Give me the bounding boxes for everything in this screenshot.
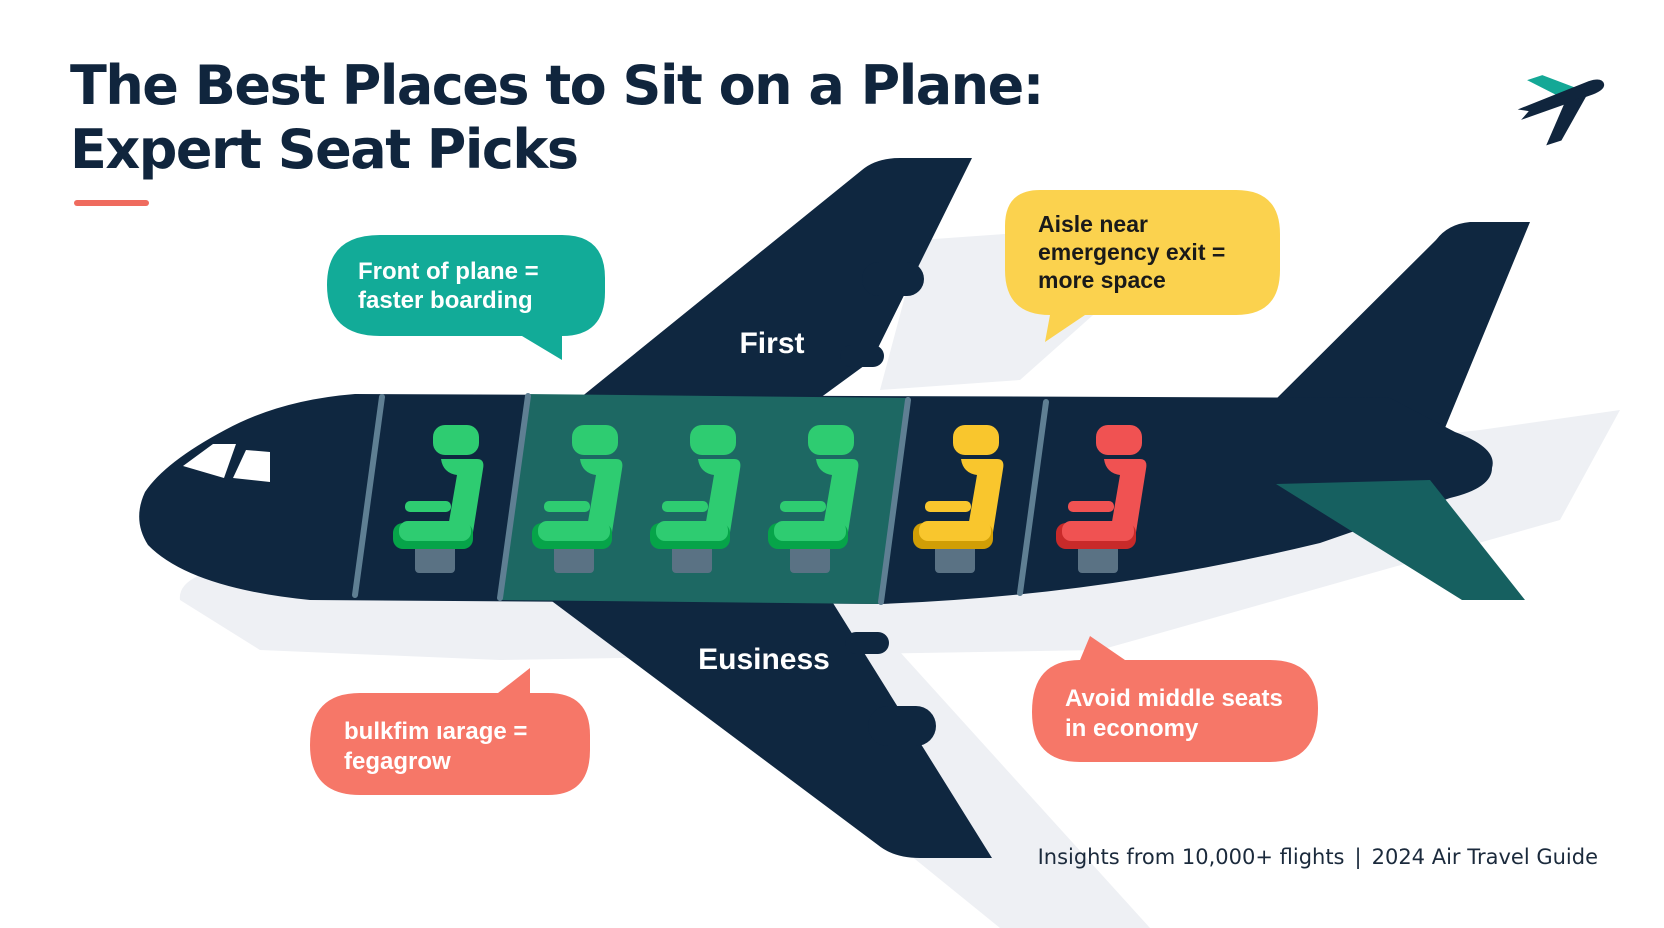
seat-icon [768, 425, 859, 573]
footer-separator: | [1354, 845, 1362, 869]
callout-exit-line-1: Aisle near [1038, 211, 1148, 237]
upper-wing-engine-1 [862, 262, 924, 296]
tail-fin [1270, 222, 1530, 440]
callout-middle-line-1: Avoid middle seats [1065, 685, 1283, 712]
cabin-label-upper: First [739, 327, 804, 360]
cabin-label-lower: Eusiness [698, 643, 830, 676]
page-title: The Best Places to Sit on a Plane: Exper… [70, 54, 1044, 182]
title-underline [74, 200, 149, 206]
upper-wing-engine-2 [840, 345, 884, 367]
footer-guide: 2024 Air Travel Guide [1371, 845, 1598, 869]
callout-front-line-1: Front of plane = [358, 258, 539, 285]
seat-icon [532, 425, 623, 573]
airplane-icon [1517, 75, 1605, 146]
cockpit-window-1 [183, 444, 236, 478]
seat-icon [650, 425, 741, 573]
callout-bulkhead-line-2: fegagrow [344, 748, 451, 775]
seat-icon [913, 425, 1004, 573]
lower-wing [545, 595, 992, 858]
upper-wing [580, 158, 972, 398]
svg-text:bulkfim ıarage = fegagro: bulkfim ıarage = fegagrow [344, 718, 534, 775]
lower-wing-engine-2 [868, 706, 936, 746]
footer: Insights from 10,000+ flights | 2024 Air T… [1038, 845, 1598, 869]
seat-icon [393, 425, 484, 573]
callout-exit-line-2: emergency exit = [1038, 239, 1225, 265]
callout-bulkhead-line-1: bulkfim ıarage = [344, 718, 527, 745]
callout-exit-line-3: more space [1038, 267, 1166, 293]
seat-icon [1056, 425, 1147, 573]
callout-emergency-exit: Aisle near emergency exit = more space [1005, 190, 1280, 342]
callout-middle-line-2: in economy [1065, 715, 1199, 742]
callout-middle-seats: Avoid middle seats in economy [1032, 636, 1318, 762]
svg-text:Aisle near emergency exi: Aisle near emergency exit = more space [1038, 211, 1232, 293]
callout-front-line-2: faster boarding [358, 287, 533, 314]
footer-insights: Insights from 10,000+ flights [1037, 845, 1345, 869]
title-line-2: Expert Seat Picks [70, 118, 579, 181]
cabin-dividers [352, 393, 1049, 605]
svg-text:Avoid middle seats in ec: Avoid middle seats in economy [1065, 685, 1290, 742]
lower-wing-engine-1 [845, 632, 889, 654]
horizontal-stabilizer [1276, 480, 1525, 600]
cockpit-window-2 [233, 450, 270, 482]
callout-front-boarding: Front of plane = faster boarding [327, 235, 605, 360]
title-line-1: The Best Places to Sit on a Plane: [70, 54, 1044, 117]
seat-row [393, 425, 1147, 573]
callout-bulkhead: bulkfim ıarage = fegagrow [310, 668, 590, 795]
svg-text:Front of plane = faster: Front of plane = faster boarding [358, 258, 545, 314]
